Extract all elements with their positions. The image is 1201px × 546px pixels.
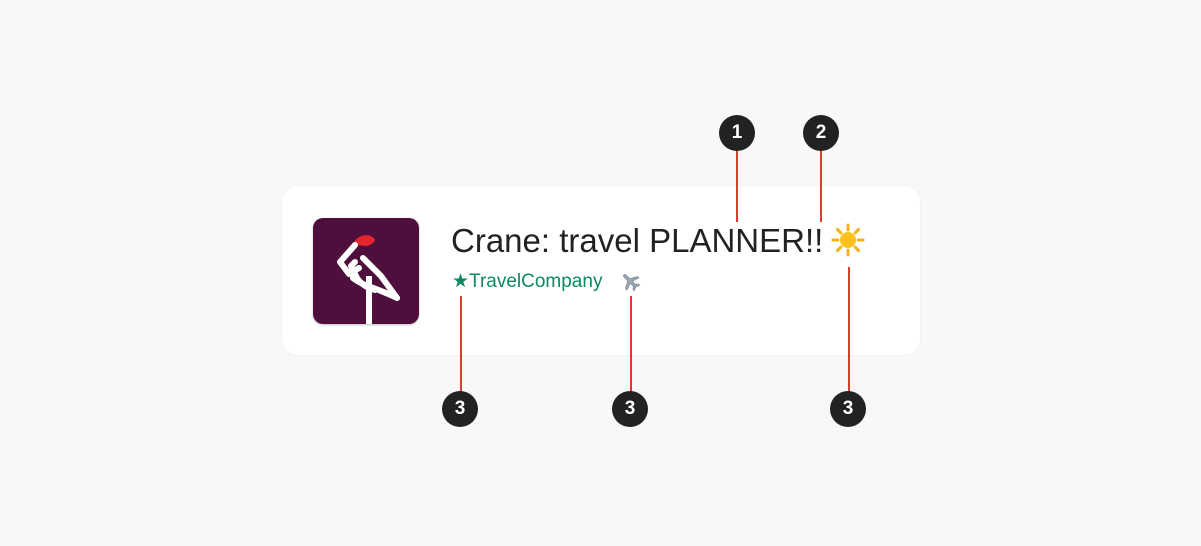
sun-icon xyxy=(831,223,865,257)
app-title: Crane: travel PLANNER!! xyxy=(451,222,824,259)
marker-3-right: 3 xyxy=(830,391,866,427)
marker-1: 1 xyxy=(719,115,755,151)
callout-line-1 xyxy=(736,150,738,222)
callout-line-3a xyxy=(460,296,462,392)
crane-logo-icon[interactable] xyxy=(313,218,419,324)
airplane-icon xyxy=(620,271,641,292)
marker-3-left: 3 xyxy=(442,391,478,427)
developer-name[interactable]: ★TravelCompany xyxy=(452,270,602,294)
callout-line-3c xyxy=(848,267,850,392)
callout-line-3b xyxy=(630,296,632,392)
marker-3-middle: 3 xyxy=(612,391,648,427)
developer-label: TravelCompany xyxy=(469,271,603,292)
callout-line-2 xyxy=(820,150,822,222)
star-icon: ★ xyxy=(452,271,470,292)
marker-2: 2 xyxy=(803,115,839,151)
